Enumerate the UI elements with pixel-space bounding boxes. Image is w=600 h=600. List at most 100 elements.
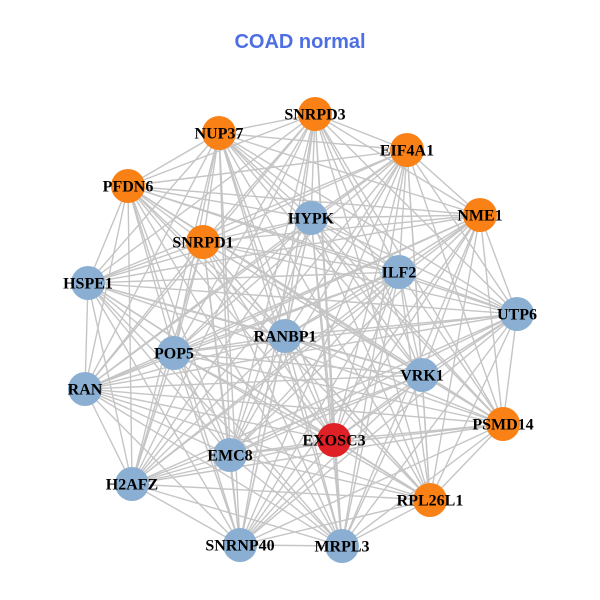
node-label-SNRNP40: SNRNP40 [205,538,274,555]
edge-HSPE1-PSMD14 [87,282,504,425]
node-label-H2AFZ: H2AFZ [106,477,158,494]
page-title: COAD normal [234,31,365,53]
node-EIF4A1[interactable] [390,133,424,167]
edge-UTP6-H2AFZ [131,313,518,485]
node-POP5[interactable] [157,336,191,370]
edge-POP5-PSMD14 [173,352,504,425]
node-label-UTP6: UTP6 [497,307,537,324]
edge-PSMD14-SNRNP40 [239,423,504,546]
edge-SNRPD1-SNRNP40 [202,241,241,546]
node-label-PFDN6: PFDN6 [103,179,154,196]
edge-SNRPD3-ILF2 [314,113,400,273]
node-PSMD14[interactable] [486,407,520,441]
node-SNRNP40[interactable] [223,528,257,562]
edge-UTP6-RAN [84,313,518,390]
node-MRPL3[interactable] [325,529,359,563]
edge-EIF4A1-EXOSC3 [333,149,408,441]
node-label-HYPK: HYPK [288,211,335,228]
edge-POP5-MRPL3 [173,352,343,547]
edge-RANBP1-PSMD14 [284,335,504,425]
edge-RANBP1-EMC8 [229,335,286,456]
edge-SNRPD1-UTP6 [202,241,518,315]
edge-RAN-EMC8 [84,388,231,456]
edge-HSPE1-MRPL3 [87,282,343,547]
edge-HSPE1-RPL26L1 [87,282,431,501]
edge-EIF4A1-RANBP1 [284,149,408,337]
edge-PFDN6-MRPL3 [127,185,343,547]
edge-POP5-H2AFZ [131,352,175,485]
edge-RANBP1-EXOSC3 [284,335,335,441]
node-SNRPD1[interactable] [186,225,220,259]
node-RPL26L1[interactable] [413,483,447,517]
edge-RAN-PSMD14 [84,388,504,425]
edge-POP5-VRK1 [173,352,423,376]
node-RAN[interactable] [68,372,102,406]
edge-RAN-MRPL3 [84,388,343,547]
edge-ILF2-SNRNP40 [239,271,400,546]
node-SNRPD3[interactable] [298,97,332,131]
edge-NME1-SNRPD1 [202,214,481,243]
edge-ILF2-RAN [84,271,400,390]
edge-HYPK-VRK1 [310,217,423,376]
edge-SNRPD1-EMC8 [202,241,231,456]
node-NUP37[interactable] [202,116,236,150]
node-EXOSC3[interactable] [317,423,351,457]
edge-UTP6-POP5 [173,313,518,354]
edge-NUP37-HSPE1 [87,132,220,284]
edge-H2AFZ-RPL26L1 [131,483,431,501]
edge-SNRPD1-PSMD14 [202,241,504,425]
node-PFDN6[interactable] [111,169,145,203]
edge-NUP37-PSMD14 [218,132,504,425]
edge-SNRPD1-RANBP1 [202,241,286,337]
node-H2AFZ[interactable] [115,467,149,501]
edge-VRK1-RAN [84,374,423,390]
edge-EIF4A1-H2AFZ [131,149,408,485]
edge-PFDN6-ILF2 [127,185,400,273]
node-label-RANBP1: RANBP1 [253,329,316,346]
edge-EIF4A1-PFDN6 [127,149,408,187]
node-NME1[interactable] [463,198,497,232]
edge-PFDN6-EMC8 [127,185,231,456]
edge-SNRPD3-H2AFZ [131,113,316,485]
node-label-NUP37: NUP37 [195,126,244,143]
node-HYPK[interactable] [294,201,328,235]
edge-HSPE1-UTP6 [87,282,518,315]
edge-VRK1-MRPL3 [341,374,423,547]
edge-NUP37-RAN [84,132,220,390]
nodes-layer [68,97,534,563]
node-UTP6[interactable] [500,297,534,331]
edge-RANBP1-RPL26L1 [284,335,431,501]
edge-ILF2-MRPL3 [341,271,400,547]
edge-SNRPD3-EXOSC3 [314,113,335,441]
edge-HYPK-PSMD14 [310,217,504,425]
node-label-HSPE1: HSPE1 [63,276,113,293]
node-label-MRPL3: MRPL3 [314,539,369,556]
edge-NUP37-NME1 [218,132,481,216]
edge-POP5-EMC8 [173,352,231,456]
node-HSPE1[interactable] [71,266,105,300]
node-label-RPL26L1: RPL26L1 [397,493,464,510]
node-label-NME1: NME1 [457,208,502,225]
edge-HSPE1-EXOSC3 [87,282,335,441]
node-label-VRK1: VRK1 [400,368,444,385]
edge-ILF2-EXOSC3 [333,271,400,441]
edge-POP5-RPL26L1 [173,352,431,501]
edge-EIF4A1-UTP6 [406,149,518,315]
node-RANBP1[interactable] [268,319,302,353]
node-label-RAN: RAN [68,382,103,399]
edge-NUP37-HYPK [218,132,312,219]
edge-EXOSC3-SNRNP40 [239,439,335,546]
edge-ILF2-PSMD14 [398,271,504,425]
edge-NUP37-VRK1 [218,132,423,376]
edge-POP5-EXOSC3 [173,352,335,441]
node-EMC8[interactable] [213,438,247,472]
edge-EIF4A1-HYPK [310,149,408,219]
edge-NME1-EXOSC3 [333,214,481,441]
edge-ILF2-RANBP1 [284,271,400,337]
node-ILF2[interactable] [382,255,416,289]
edge-NUP37-EMC8 [218,132,231,456]
edge-SNRPD1-MRPL3 [202,241,343,547]
node-VRK1[interactable] [405,358,439,392]
edge-EIF4A1-ILF2 [398,149,408,273]
